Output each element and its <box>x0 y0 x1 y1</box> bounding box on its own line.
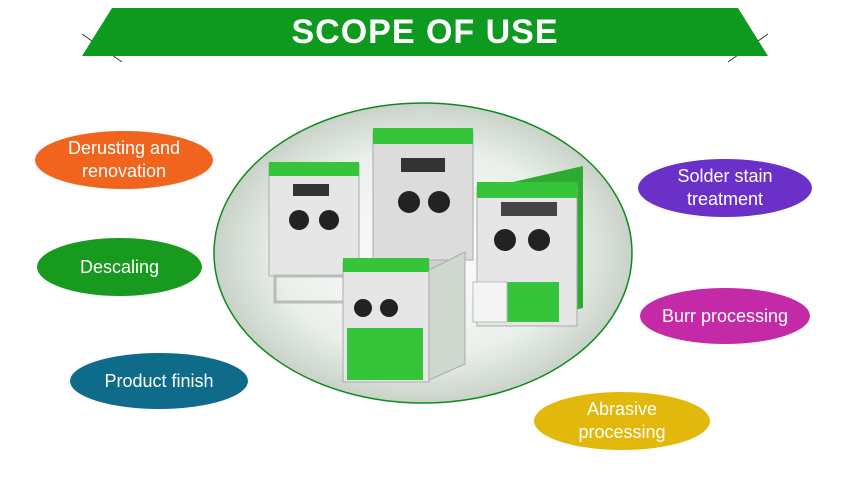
product-image-oval <box>213 102 633 404</box>
banner-title: SCOPE OF USE <box>291 12 559 51</box>
use-label: Product finish <box>104 370 214 391</box>
use-product-finish: Product finish <box>70 353 248 409</box>
use-burr-processing: Burr processing <box>640 288 810 344</box>
use-descaling: Descaling <box>37 238 202 296</box>
use-label: Burr processing <box>661 305 789 326</box>
banner-shape <box>82 8 768 63</box>
header-banner: SCOPE OF USE <box>82 8 768 64</box>
sandblast-cabinet-front <box>342 251 508 383</box>
sandblast-cabinet-right <box>476 166 583 327</box>
use-label: Descaling <box>79 256 160 277</box>
sandblast-cabinet-left <box>268 162 360 304</box>
